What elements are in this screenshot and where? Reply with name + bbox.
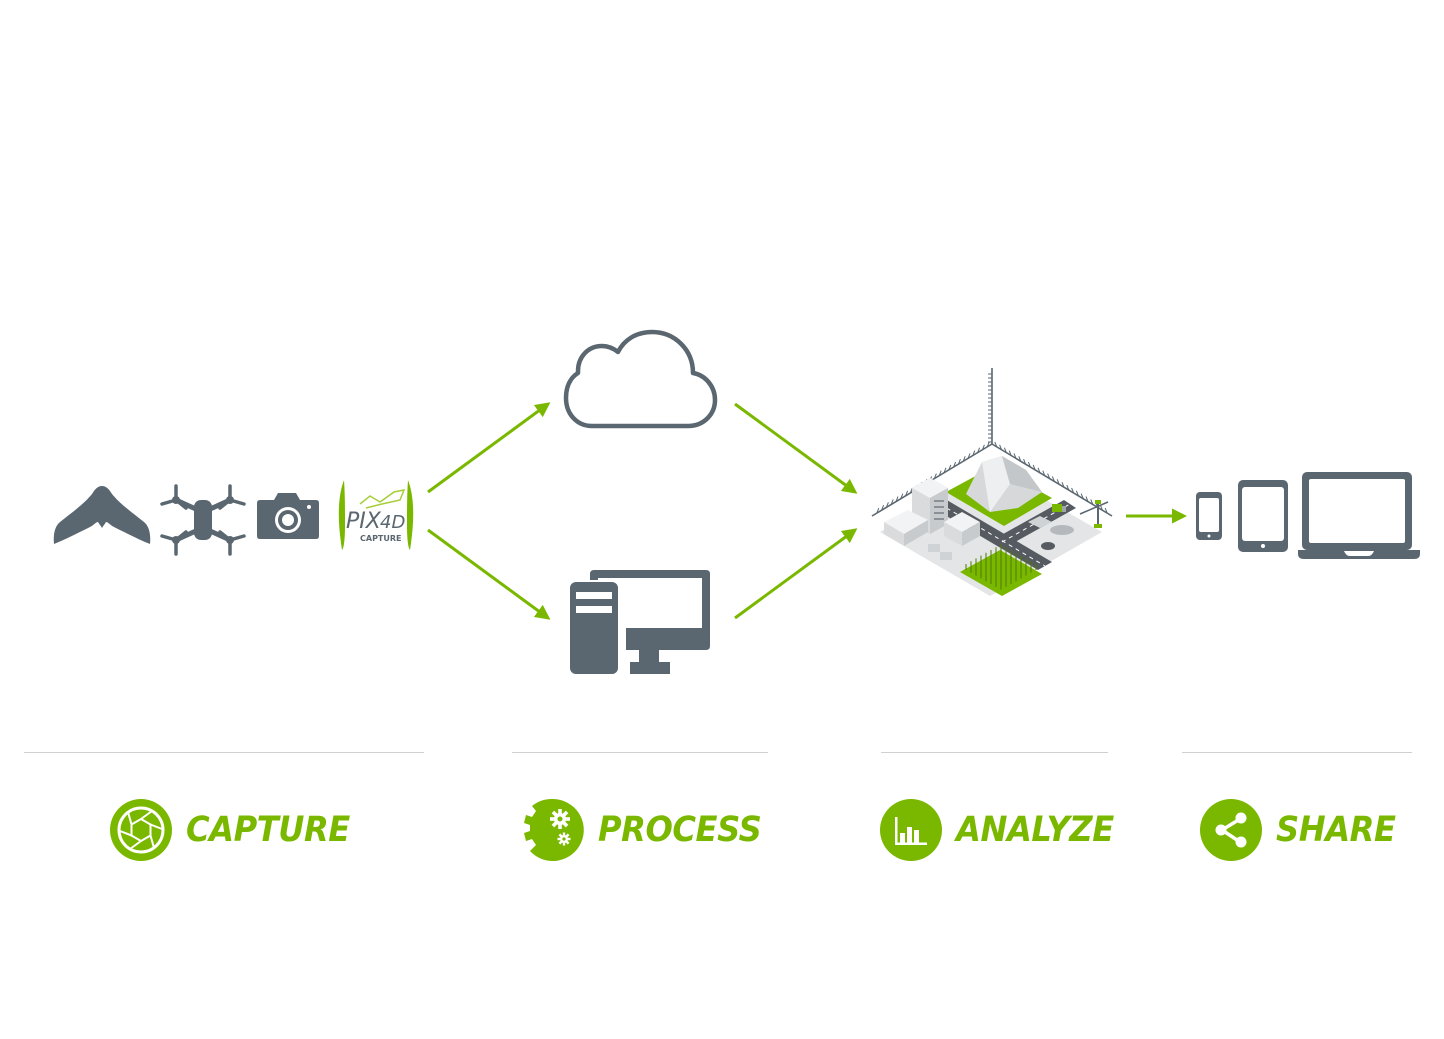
stage-label-analyze: ANALYZE bbox=[956, 810, 1114, 850]
fixed-wing-drone-icon bbox=[53, 486, 151, 544]
arrow-desktop-to-analyze bbox=[734, 528, 858, 620]
stage-share: SHARE bbox=[1200, 798, 1406, 862]
stage-label-capture: CAPTURE bbox=[186, 810, 350, 850]
camera-icon bbox=[257, 493, 319, 539]
share-icon bbox=[1200, 799, 1262, 861]
pix4d-brand-suffix: 4D bbox=[380, 512, 405, 533]
stage-label-share: SHARE bbox=[1276, 810, 1396, 850]
arrow-capture-to-desktop bbox=[427, 528, 551, 620]
stage-analyze: ANALYZE bbox=[880, 798, 1127, 862]
stage-process: PROCESS bbox=[522, 798, 776, 862]
divider-capture bbox=[24, 752, 424, 753]
stage-capture: CAPTURE bbox=[110, 798, 364, 862]
isometric-city-model-icon bbox=[871, 368, 1113, 596]
arrow-capture-to-cloud bbox=[427, 402, 551, 494]
divider-process bbox=[512, 752, 768, 753]
cloud-icon bbox=[563, 329, 718, 429]
tablet-icon bbox=[1238, 480, 1288, 552]
quadcopter-icon bbox=[160, 484, 246, 556]
stage-label-process: PROCESS bbox=[598, 810, 762, 850]
bar-chart-icon bbox=[880, 799, 942, 861]
desktop-computer-icon bbox=[570, 570, 710, 674]
laptop-icon bbox=[1298, 472, 1420, 559]
aperture-icon bbox=[110, 799, 172, 861]
pix4d-brand-text: PIX bbox=[346, 509, 382, 534]
gears-icon bbox=[524, 798, 584, 861]
pix4d-subtitle: CAPTURE bbox=[360, 534, 402, 543]
arrow-cloud-to-analyze bbox=[734, 402, 858, 494]
divider-share bbox=[1182, 752, 1412, 753]
divider-analyze bbox=[881, 752, 1108, 753]
pix4d-capture-logo: PIX 4D CAPTURE bbox=[338, 480, 414, 550]
smartphone-icon bbox=[1196, 492, 1222, 540]
